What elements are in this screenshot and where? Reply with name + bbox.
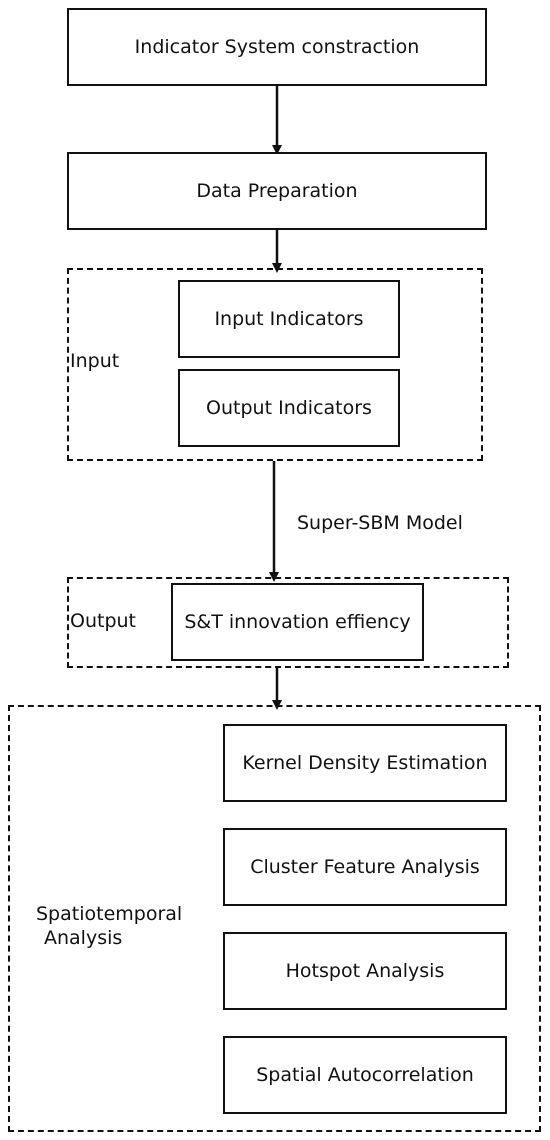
hotspot-analysis-box: Hotspot Analysis	[223, 932, 507, 1010]
input-indicators-label: Input Indicators	[214, 307, 364, 330]
analysis-label-line1: Spatiotemporal	[36, 903, 183, 925]
output-indicators-label: Output Indicators	[206, 396, 372, 419]
data-preparation-box: Data Preparation	[67, 152, 487, 230]
indicator-system-box: Indicator System constraction	[67, 8, 487, 86]
output-group	[67, 577, 509, 668]
innovation-efficiency-box: S&T innovation effiency	[171, 583, 424, 661]
kernel-density-label: Kernel Density Estimation	[242, 751, 488, 774]
input-group	[67, 268, 483, 461]
input-group-label: Input	[70, 350, 120, 372]
input-indicators-box: Input Indicators	[178, 280, 400, 358]
cluster-feature-box: Cluster Feature Analysis	[223, 828, 507, 906]
spatial-autocorrelation-label: Spatial Autocorrelation	[256, 1063, 474, 1086]
analysis-label-line2: Analysis	[44, 926, 123, 949]
output-indicators-box: Output Indicators	[178, 369, 400, 447]
analysis-group-label: Spatiotemporal Analysis	[36, 903, 182, 951]
kernel-density-box: Kernel Density Estimation	[223, 724, 507, 802]
innovation-efficiency-label: S&T innovation effiency	[184, 610, 411, 633]
analysis-group	[8, 705, 541, 1132]
output-group-label: Output	[70, 610, 136, 632]
indicator-system-label: Indicator System constraction	[134, 35, 420, 58]
data-preparation-label: Data Preparation	[196, 179, 358, 202]
model-label: Super-SBM Model	[297, 512, 463, 534]
cluster-feature-label: Cluster Feature Analysis	[250, 855, 480, 878]
hotspot-analysis-label: Hotspot Analysis	[285, 959, 445, 982]
spatial-autocorrelation-box: Spatial Autocorrelation	[223, 1036, 507, 1114]
